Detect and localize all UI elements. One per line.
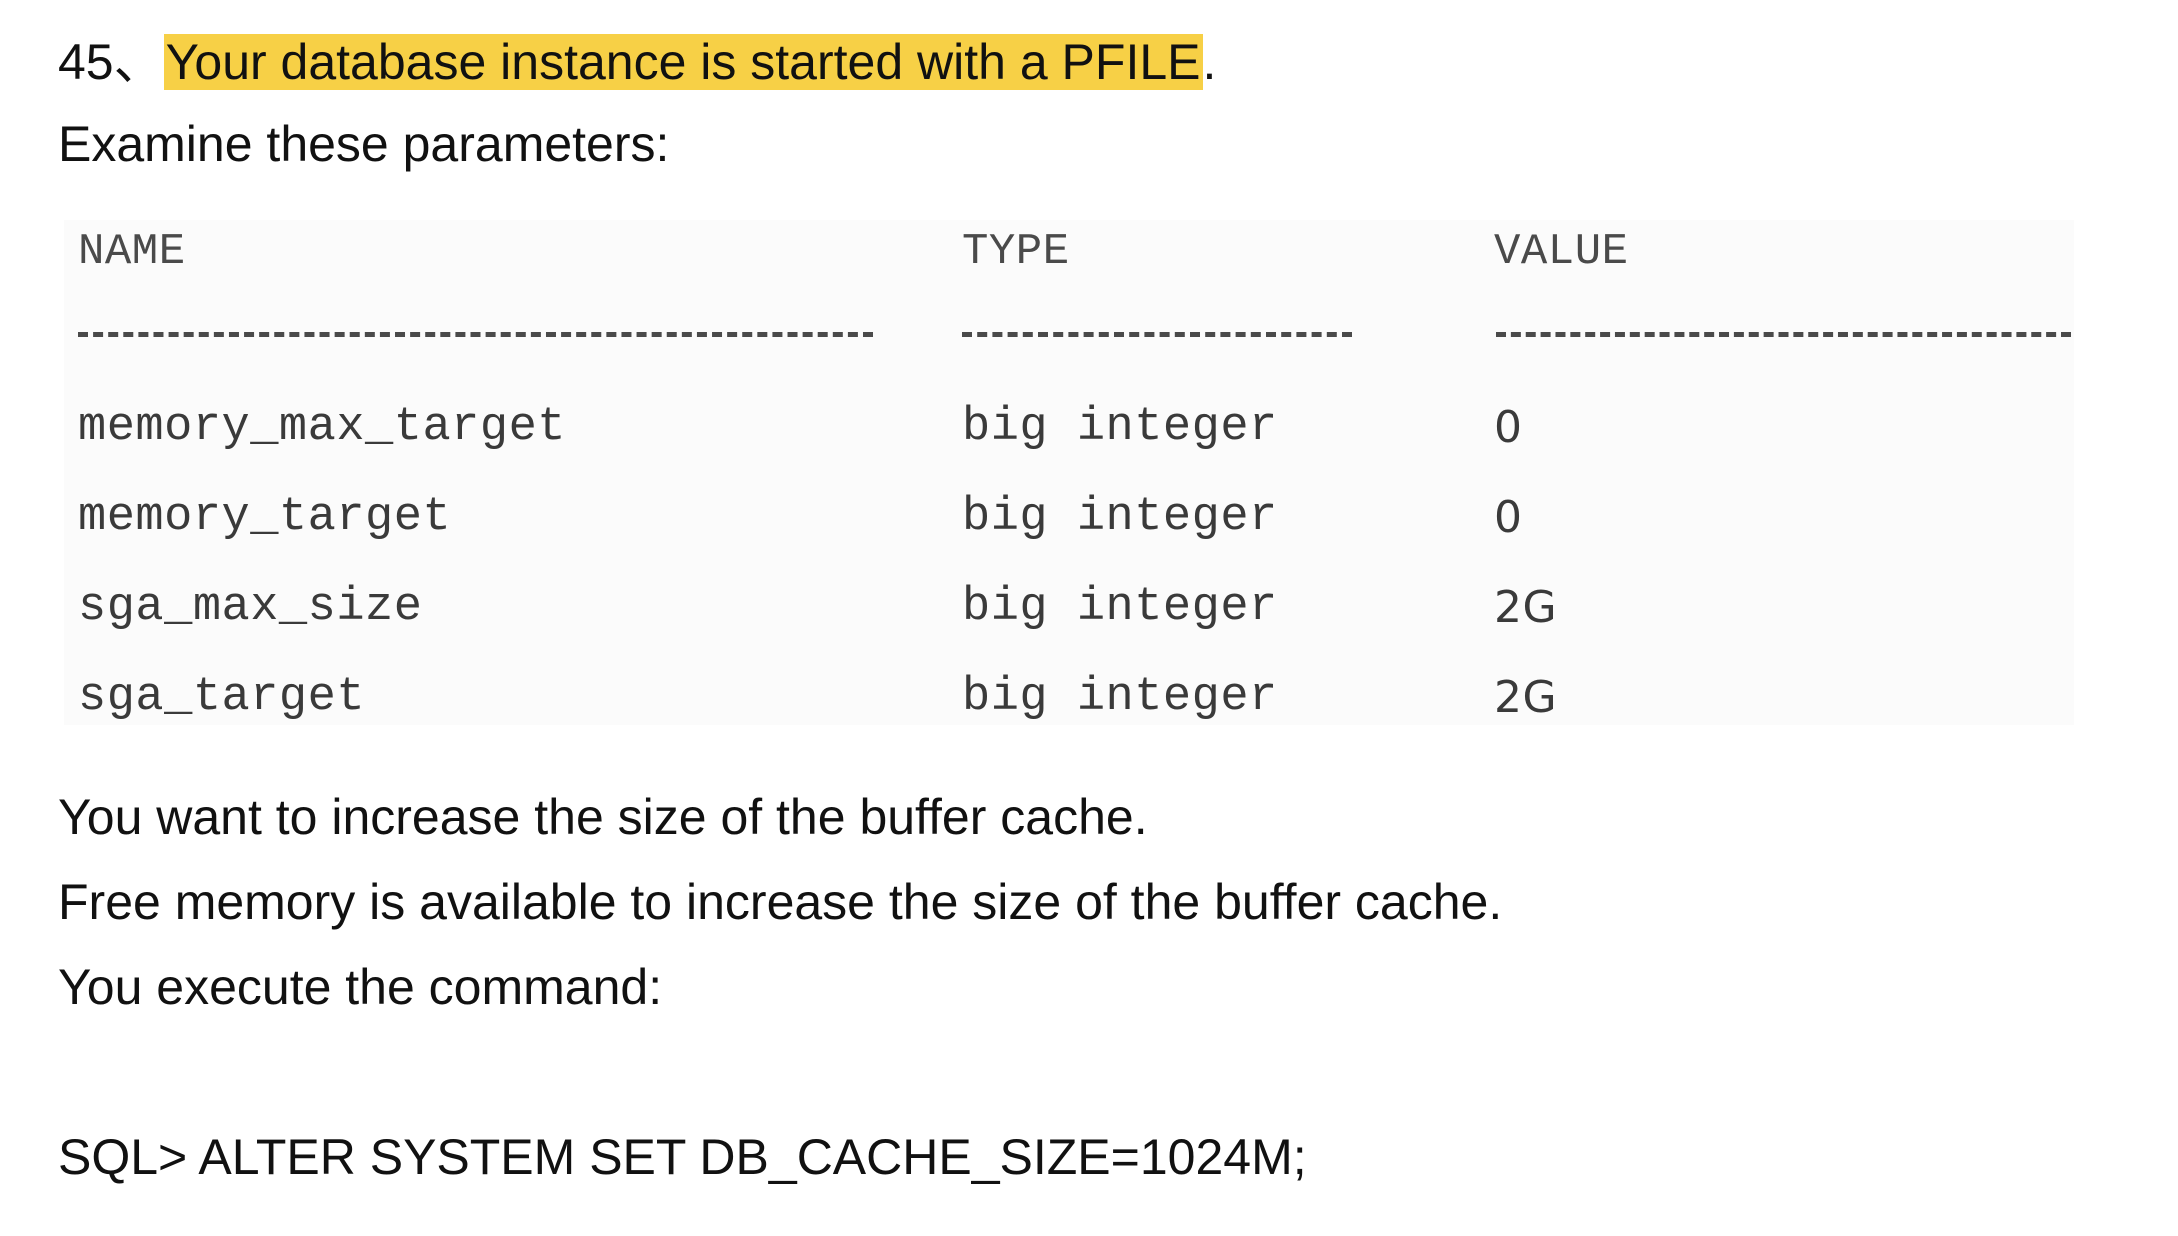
header-type: TYPE: [962, 227, 1070, 277]
row-type: big integer: [962, 401, 1278, 454]
body-line-execute: You execute the command:: [58, 959, 663, 1015]
header-divider-type: [962, 332, 1352, 337]
question-intro: Examine these parameters:: [58, 116, 670, 172]
row-name: sga_target: [78, 671, 366, 724]
row-type: big integer: [962, 671, 1278, 724]
sql-command: SQL> ALTER SYSTEM SET DB_CACHE_SIZE=1024…: [58, 1129, 1307, 1185]
question-trailing-period: .: [1202, 34, 1217, 90]
row-value: 2G: [1494, 582, 1558, 633]
row-value: 0: [1494, 402, 1523, 453]
body-line-buffer-cache: You want to increase the size of the buf…: [58, 789, 1148, 845]
body-line-free-memory: Free memory is available to increase the…: [58, 874, 1503, 930]
question-number: 45、: [58, 34, 164, 90]
row-name: sga_max_size: [78, 581, 423, 634]
row-type: big integer: [962, 491, 1278, 544]
header-value: VALUE: [1494, 227, 1629, 277]
header-divider-name: [78, 332, 873, 337]
header-name: NAME: [78, 227, 186, 277]
row-type: big integer: [962, 581, 1278, 634]
header-divider-value: [1496, 332, 2071, 337]
row-name: memory_max_target: [78, 401, 566, 454]
question-title: 45、Your database instance is started wit…: [58, 30, 1216, 94]
row-value: 0: [1494, 492, 1523, 543]
row-value: 2G: [1494, 672, 1558, 723]
parameter-table: NAME TYPE VALUE memory_max_target big in…: [64, 220, 2074, 725]
row-name: memory_target: [78, 491, 452, 544]
question-highlight: Your database instance is started with a…: [163, 34, 1203, 90]
